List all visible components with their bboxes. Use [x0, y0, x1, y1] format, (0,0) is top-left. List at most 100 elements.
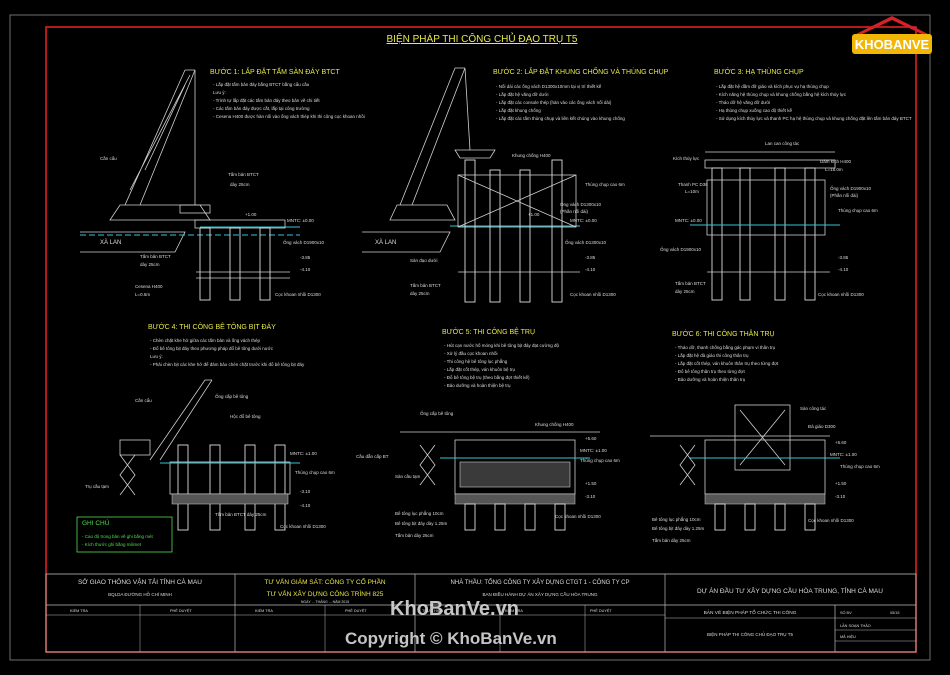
legend-box: GHI CHÚ - Cao độ trong bản vẽ ghi bằng m… [76, 516, 173, 553]
step-2-note: - Lắp đặt khung chống [496, 107, 541, 113]
barge-label: XÀ LAN [375, 239, 396, 246]
step-1-title: BƯỚC 1: LẮP ĐẶT TẤM SÀN ĐÁY BTCT [210, 66, 340, 76]
cofferdam-label: Thùng chụp cao 6m [838, 208, 878, 213]
contractor-name: NHÀ THẦU: TỔNG CÔNG TY XÂY DỰNG CTGT 1 -… [451, 579, 630, 586]
elevation-label: +1.00 [245, 212, 257, 217]
bored-pile-label: Cọc khoan nhồi D1300 [275, 292, 321, 297]
contractor-sub: BAN ĐIỀU HÀNH DỰ ÁN XÂY DỰNG CẦU HÒA TRU… [482, 591, 598, 597]
pc-bar-label: Thanh PC D36 [678, 182, 708, 187]
beam-length-label: L=0.5m [135, 292, 150, 297]
step-3-note: - Tháo dỡ hệ văng đỡ dưới [716, 100, 770, 105]
drawing-title: BIỆN PHÁP THI CÔNG CHỦ ĐẠO TRỤ T5 [387, 32, 578, 45]
tb-cell: KIỂM TRA [505, 608, 523, 613]
project-name: DỰ ÁN ĐẦU TƯ XÂY DỰNG CẦU HÒA TRUNG, TỈN… [697, 585, 883, 595]
step-1-note: - Trình tự lắp đặt các tấm bản đáy theo … [213, 97, 320, 103]
work-platform-label: Sàn công tác [800, 406, 827, 411]
tb-cell: THỰC HIỆN [422, 608, 443, 613]
temp-pier-label: Trụ cầu tạm [85, 484, 109, 489]
leveling-label: Bê tông lục phẳng 10cm [395, 510, 444, 516]
water-level-label: MNTC: ±0.00 [570, 218, 597, 223]
beam-label: Cesena H400 [135, 284, 163, 289]
panel-thickness-label: dày 25cm [675, 289, 695, 294]
panel-label: Tấm bản BTCT [228, 172, 259, 177]
step-3-title: BƯỚC 3: HẠ THÙNG CHỤP [714, 67, 804, 76]
casing-label: Ống vách D1300x10 [565, 239, 607, 245]
barge-label: XÀ LAN [100, 239, 121, 246]
title-block: SỞ GIAO THÔNG VẬN TẢI TỈNH CÀ MAU BQLDA … [45, 573, 917, 653]
step-4-diagram: BƯỚC 4: THI CÔNG BÊ TÔNG BỊT ĐÁY - Chèn … [85, 322, 335, 531]
step-2-note: - Lắp đặt hệ văng đỡ dưới [496, 91, 548, 97]
step-3-note: - Kích năng hệ thùng chụp và khung chống… [716, 91, 847, 97]
tb-cell: SỐ BV [840, 610, 852, 615]
step-1-note: Lưu ý: [213, 90, 226, 95]
temp-deck-label: Sàn cầu tạm [395, 474, 421, 479]
step-6-note: - Lắp đặt hệ đà giáo thi công thân trụ [675, 352, 749, 358]
step-6-note: - Đổ bê tông thân trụ theo từng đợt [675, 368, 746, 374]
step-4-title: BƯỚC 4: THI CÔNG BÊ TÔNG BỊT ĐÁY [148, 322, 276, 331]
hopper-label: Hộc đổ bê tông [230, 413, 261, 419]
leveling-label: Bê tông lục phẳng 10cm [652, 516, 701, 522]
legend-item: - Kích thước ghi bằng milimet [82, 541, 142, 547]
step-3-diagram: BƯỚC 3: HẠ THÙNG CHỤP - Lắp đặt hệ dầm đ… [660, 67, 912, 301]
water-level-label: MNTC: ±0.00 [287, 218, 314, 223]
step-5-note: - Bảo dưỡng và hoàn thiện bệ trụ [444, 383, 511, 388]
step-3-note: - Sử dụng kích thủy lực và thanh PC hạ h… [716, 115, 912, 121]
feed-bridge-label: Cầu dẫn cấp BT [356, 453, 389, 459]
tb-cell: PHÊ DUYỆT [345, 608, 367, 613]
step-2-diagram: BƯỚC 2: LẮP ĐẶT KHUNG CHỐNG VÀ THÙNG CHỤ… [362, 66, 669, 303]
jack-label: Kích thủy lực [673, 155, 700, 161]
bored-pile-label: Cọc khoan nhồi D1300 [808, 518, 854, 523]
khobanve-logo: KHOBANVE [846, 10, 938, 60]
step-5-diagram: BƯỚC 5: THI CÔNG BỆ TRỤ - Hút cạn nước h… [356, 327, 620, 538]
panel-label: Tấm bản dày 25cm [395, 533, 434, 538]
panel-thickness-label: dày 25cm [140, 262, 160, 267]
step-5-note: - Đổ bê tông bệ trụ (theo bằng đợt thiết… [444, 374, 530, 380]
seal-concrete-label: Bê tông bịt đáy dày 1.25m [395, 521, 448, 526]
consultant-name-2: TƯ VẤN XÂY DỰNG CÔNG TRÌNH 825 [267, 588, 384, 598]
elevation-label: +1.50 [835, 481, 847, 486]
sheet-number: 05/15 [890, 611, 900, 615]
elevation-label: -3.10 [585, 494, 596, 499]
casing-ext-label: (Phần nối dài) [560, 209, 589, 214]
step-2-note: - Lắp đặt các tấm thùng chụp và liên kết… [496, 115, 625, 121]
crane-label: Cần cẩu [135, 397, 152, 403]
watermark-site: KhoBanVe.vn [390, 598, 519, 620]
panel-label: Tấm bản BTCT [675, 281, 706, 286]
sheet-subtitle: BIỆN PHÁP THI CÔNG CHỦ ĐẠO TRỤ T5 [707, 630, 793, 637]
elevation-label: -3.85 [838, 255, 849, 260]
step-1-note: - Cesena H400 được hàn nối vào ống vách … [213, 114, 365, 119]
step-6-diagram: BƯỚC 6: THI CÔNG THÂN TRỤ - Tháo dỡ, tha… [650, 329, 880, 543]
tb-cell: MÃ HIỆU [840, 634, 856, 639]
elevation-label: -4.10 [585, 267, 596, 272]
tb-cell: LẦN SOẠN THẢO [840, 623, 871, 628]
step-2-title: BƯỚC 2: LẮP ĐẶT KHUNG CHỐNG VÀ THÙNG CHỤ… [493, 66, 669, 76]
step-1-note: - Lắp đặt tấm bản đáy bằng BTCT bằng cẩu… [213, 81, 310, 87]
step-6-title: BƯỚC 6: THI CÔNG THÂN TRỤ [672, 329, 775, 338]
owner-sub: BQLDA ĐƯỜNG HỒ CHÍ MINH [108, 591, 172, 597]
owner-name: SỞ GIAO THÔNG VẬN TẢI TỈNH CÀ MAU [78, 577, 202, 586]
railing-label: Lan can công tác [765, 141, 800, 146]
watermark-copyright: Copyright © KhoBanVe.vn [345, 629, 557, 648]
step-1-note: - Các tấm bản đáy được cắt, lắp tại công… [213, 105, 310, 111]
water-level-label: MNTC: ±1.00 [580, 448, 607, 453]
sheet-title: BẢN VẼ BIỆN PHÁP TỔ CHỨC THI CÔNG [704, 608, 797, 616]
elevation-label: -4.10 [300, 267, 311, 272]
scaffold-label: Đà giáo D300 [808, 424, 836, 429]
panel-label: Tấm bản BTCT [410, 283, 441, 288]
bored-pile-label: Cọc khoan nhồi D1300 [280, 524, 326, 529]
frame-label: Khung chống H400 [512, 153, 551, 158]
step-3-note: - Hạ thùng chụp xuống cao độ thiết kế [716, 108, 793, 113]
tb-cell: PHÊ DUYỆT [590, 608, 612, 613]
step-6-note: - Lắp đặt cốt thép, ván khuôn thân trụ t… [675, 360, 779, 366]
step-3-note: - Lắp đặt hệ dầm đỡ giáo và kích phục vụ… [716, 83, 829, 89]
concrete-pipe-label: Ống cấp bê tông [215, 393, 249, 399]
lower-platform-label: Sàn đạo dưới [410, 258, 437, 263]
elevation-label: +1.50 [585, 481, 597, 486]
panel-thickness-label: dày 25cm [410, 291, 430, 296]
cofferdam-label: Thùng chụp cao 6m [840, 464, 880, 469]
bored-pile-label: Cọc khoan nhồi D1300 [570, 292, 616, 297]
crane-label: Cần cẩu [100, 155, 117, 161]
elevation-label: +5.60 [585, 436, 597, 441]
water-level-label: MNTC: ±0.00 [675, 218, 702, 223]
